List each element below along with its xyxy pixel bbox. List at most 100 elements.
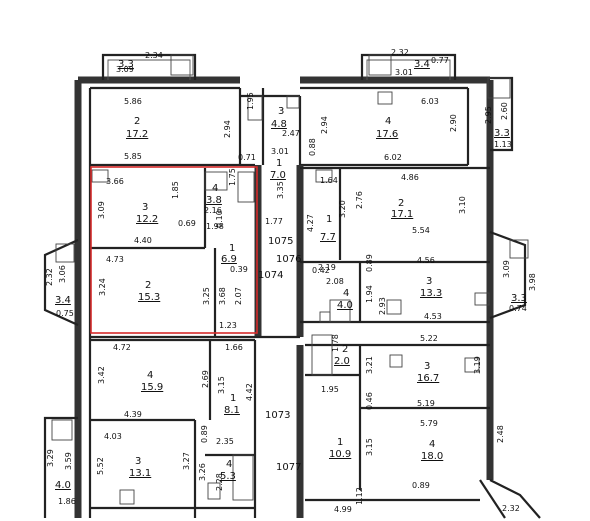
dimension-label: 3.09 xyxy=(97,201,106,219)
room-number: 4 xyxy=(429,439,435,450)
apartment-number: 1073 xyxy=(265,410,290,421)
dimension-label: 2.16 xyxy=(204,206,222,215)
dimension-label: 6.02 xyxy=(384,153,402,162)
dimension-label: 4.40 xyxy=(134,236,152,245)
dimension-label: 1.95 xyxy=(321,385,339,394)
room-area: 17.2 xyxy=(126,129,148,140)
room-number: 1 xyxy=(229,243,235,254)
dimension-label: 3.27 xyxy=(182,452,191,470)
room-area: 18.0 xyxy=(421,451,443,462)
fixtures xyxy=(91,91,490,505)
balconies xyxy=(43,53,541,519)
dimension-label: 3.59 xyxy=(64,452,73,470)
dimension-label: 1.98 xyxy=(206,222,224,231)
dimension-label: 3.25 xyxy=(202,287,211,305)
dimension-label: 2.08 xyxy=(326,277,344,286)
room-area: 10.9 xyxy=(329,449,351,460)
apartment-number: 1074 xyxy=(258,270,283,281)
dimension-label: 3.20 xyxy=(338,200,347,218)
room-number: 4 xyxy=(147,370,153,381)
dimension-label: 1.86 xyxy=(58,497,76,506)
dimension-label: 2.32 xyxy=(45,268,54,286)
dimension-label: 3.10 xyxy=(458,196,467,214)
room-area: 15.3 xyxy=(138,292,160,303)
dimension-label: 0.77 xyxy=(431,56,449,65)
room-number: 1 xyxy=(230,393,236,404)
room-area: 17.1 xyxy=(391,209,413,220)
dimension-label: 3.42 xyxy=(97,366,106,384)
dimension-label: 2.93 xyxy=(378,297,387,315)
dimension-label: 0.89 xyxy=(200,425,209,443)
room-area: 4.8 xyxy=(271,119,287,130)
dimension-label: 5.22 xyxy=(420,334,438,343)
balcony-area: 3.3 xyxy=(118,59,134,70)
room-area: 13.1 xyxy=(129,468,151,479)
dimension-label: 1.78 xyxy=(331,334,340,352)
dimension-label: 4.39 xyxy=(124,410,142,419)
dimension-label: 4.73 xyxy=(106,255,124,264)
dimension-label: 3.21 xyxy=(365,356,374,374)
balcony-area: 3.3 xyxy=(511,293,527,304)
room-area: 7.0 xyxy=(270,170,286,181)
dimension-label: 2.47 xyxy=(282,129,300,138)
dimension-label: 5.86 xyxy=(124,97,142,106)
room-number: 2 xyxy=(134,116,140,127)
room-area: 16.7 xyxy=(417,373,439,384)
dimension-label: 4.03 xyxy=(104,432,122,441)
dimension-label: 4.99 xyxy=(334,505,352,514)
dimension-label: 2.95 xyxy=(484,106,493,124)
dimension-label: 4.72 xyxy=(113,343,131,352)
dimension-label: 4.86 xyxy=(401,173,419,182)
dimension-label: 0.89 xyxy=(365,254,374,272)
balcony-area: 3.3 xyxy=(494,128,510,139)
dimension-label: 6.03 xyxy=(421,97,439,106)
dimension-label: 2.94 xyxy=(320,116,329,134)
room-number: 2 xyxy=(398,198,404,209)
dimension-label: 3.09 xyxy=(116,65,134,74)
dimension-label: 3.29 xyxy=(46,449,55,467)
room-area: 17.6 xyxy=(376,129,398,140)
room-area: 3.8 xyxy=(206,195,222,206)
dimension-label: 3.98 xyxy=(528,273,537,291)
dimension-label: 3.15 xyxy=(365,438,374,456)
dimension-label: 1.13 xyxy=(494,140,512,149)
dimension-label: 1.66 xyxy=(225,343,243,352)
dimension-label: 4.27 xyxy=(306,214,315,232)
room-area: 2.0 xyxy=(334,356,350,367)
dimension-label: 5.19 xyxy=(417,399,435,408)
dimension-label: 2.32 xyxy=(502,504,520,513)
apartment-number: 1075 xyxy=(268,236,293,247)
dimension-label: 4.56 xyxy=(417,256,435,265)
dimension-label: 1.85 xyxy=(171,181,180,199)
room-number: 4 xyxy=(226,459,232,470)
dimension-label: 0.74 xyxy=(509,304,527,313)
dimension-label: 0.89 xyxy=(412,481,430,490)
dimension-label: 2.94 xyxy=(223,120,232,138)
dimension-label: 2.60 xyxy=(500,102,509,120)
balcony-area: 3.4 xyxy=(414,59,430,70)
dimension-label: 4.53 xyxy=(424,312,442,321)
dimension-label: 3.35 xyxy=(276,181,285,199)
room-number: 3 xyxy=(135,456,141,467)
room-number: 2 xyxy=(342,344,348,355)
room-number: 4 xyxy=(343,288,349,299)
dimension-label: 3.06 xyxy=(58,265,67,283)
dimension-label: 0.10 xyxy=(215,210,224,228)
room-area: 12.2 xyxy=(136,214,158,225)
dimension-label: 0.88 xyxy=(308,138,317,156)
room-area: 4.0 xyxy=(337,300,353,311)
apartment-number: 1077 xyxy=(276,462,301,473)
room-area: 7.7 xyxy=(320,232,336,243)
dimension-label: 3.01 xyxy=(395,68,413,77)
dimension-label: 4.42 xyxy=(245,383,254,401)
dimension-label: 0.39 xyxy=(230,265,248,274)
dimension-label: 1.75 xyxy=(228,168,237,186)
room-area: 15.9 xyxy=(141,382,163,393)
dimension-label: 3.0 xyxy=(0,0,13,2)
room-number: 2 xyxy=(145,280,151,291)
dimension-label: 2.90 xyxy=(449,114,458,132)
room-number: 3 xyxy=(278,106,284,117)
room-number: 3 xyxy=(424,361,430,372)
highlighted-apartment xyxy=(90,166,258,334)
